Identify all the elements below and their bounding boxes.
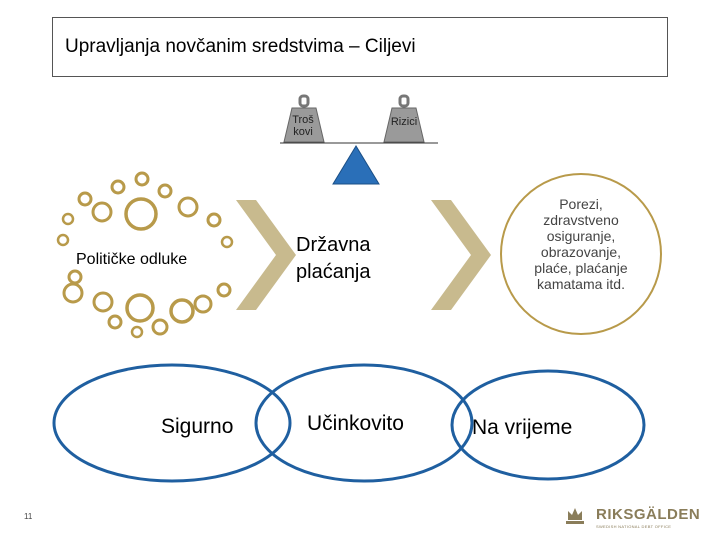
left-group-label: Političke odluke [76, 251, 187, 269]
goal-timely-label: Na vrijeme [472, 416, 572, 440]
balance-scale [280, 96, 438, 184]
goal-safe-label: Sigurno [161, 415, 233, 439]
right-weight-label: Rizici [386, 116, 422, 128]
goal-efficient-label: Učinkovito [307, 412, 404, 436]
middle-label: Državna plaćanja [296, 232, 416, 286]
page-number: 11 [24, 512, 32, 521]
scale-fulcrum [333, 146, 379, 184]
logo-subtitle: SWEDISH NATIONAL DEBT OFFICE [596, 524, 671, 529]
details-circle-text: Porezi, zdravstveno osiguranje, obrazova… [521, 196, 641, 292]
chevron-right-icon [431, 200, 491, 310]
left-weight-label: Troš kovi [288, 114, 318, 138]
crown-logo-icon [566, 508, 584, 524]
logo-name: RIKSGÄLDEN [596, 506, 700, 523]
chevron-left-icon [236, 200, 296, 310]
